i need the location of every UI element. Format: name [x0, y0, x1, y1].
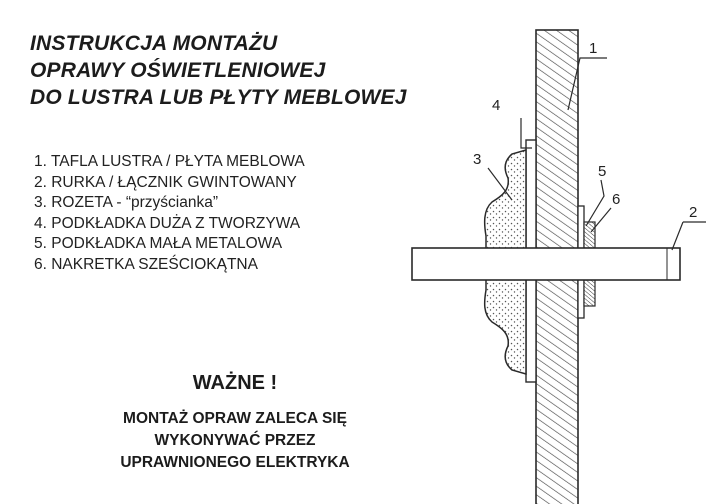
callout-5: 5 [598, 163, 606, 180]
callout-1: 1 [589, 40, 597, 57]
callout-4: 4 [492, 97, 500, 114]
instruction-title: INSTRUKCJA MONTAŻU OPRAWY OŚWIETLENIOWEJ… [30, 30, 490, 111]
part-item-3: 3. ROZETA - “przyścianka” [34, 194, 219, 211]
part-item-5: 5. PODKŁADKA MAŁA METALOWA [34, 235, 283, 252]
part-item-4: 4. PODKŁADKA DUŻA Z TWORZYWA [34, 214, 301, 232]
part-item-1: 1. TAFLA LUSTRA / PŁYTA MEBLOWA [34, 153, 305, 170]
callout-3: 3 [473, 151, 481, 168]
part-item-6: 6. NAKRETKA SZEŚCIOKĄTNA [34, 255, 258, 273]
callout-6: 6 [612, 191, 620, 208]
leader-lines [487, 57, 706, 251]
callout-2: 2 [689, 204, 697, 221]
note-line-3: UPRAWNIONEGO ELEKTRYKA [120, 454, 350, 471]
hex-nut-lower [583, 279, 596, 307]
title-line-1: INSTRUKCJA MONTAŻU [30, 32, 278, 55]
note-line-1: MONTAŻ OPRAW ZALECA SIĘ [123, 410, 347, 427]
electrician-note: MONTAŻ OPRAW ZALECA SIĘ WYKONYWAĆ PRZEZ … [60, 408, 410, 474]
part-item-2: 2. RURKA / ŁĄCZNIK GWINTOWANY [34, 173, 297, 191]
parts-list: 1. TAFLA LUSTRA / PŁYTA MEBLOWA 2. RURKA… [34, 152, 394, 275]
threaded-tube [411, 247, 681, 281]
hex-nut-upper [583, 221, 596, 249]
title-line-3: DO LUSTRA LUB PŁYTY MEBLOWEJ [30, 86, 407, 109]
important-heading: WAŻNE ! [192, 372, 278, 394]
title-line-2: OPRAWY OŚWIETLENIOWEJ [30, 59, 326, 82]
note-line-2: WYKONYWAĆ PRZEZ [154, 432, 316, 449]
